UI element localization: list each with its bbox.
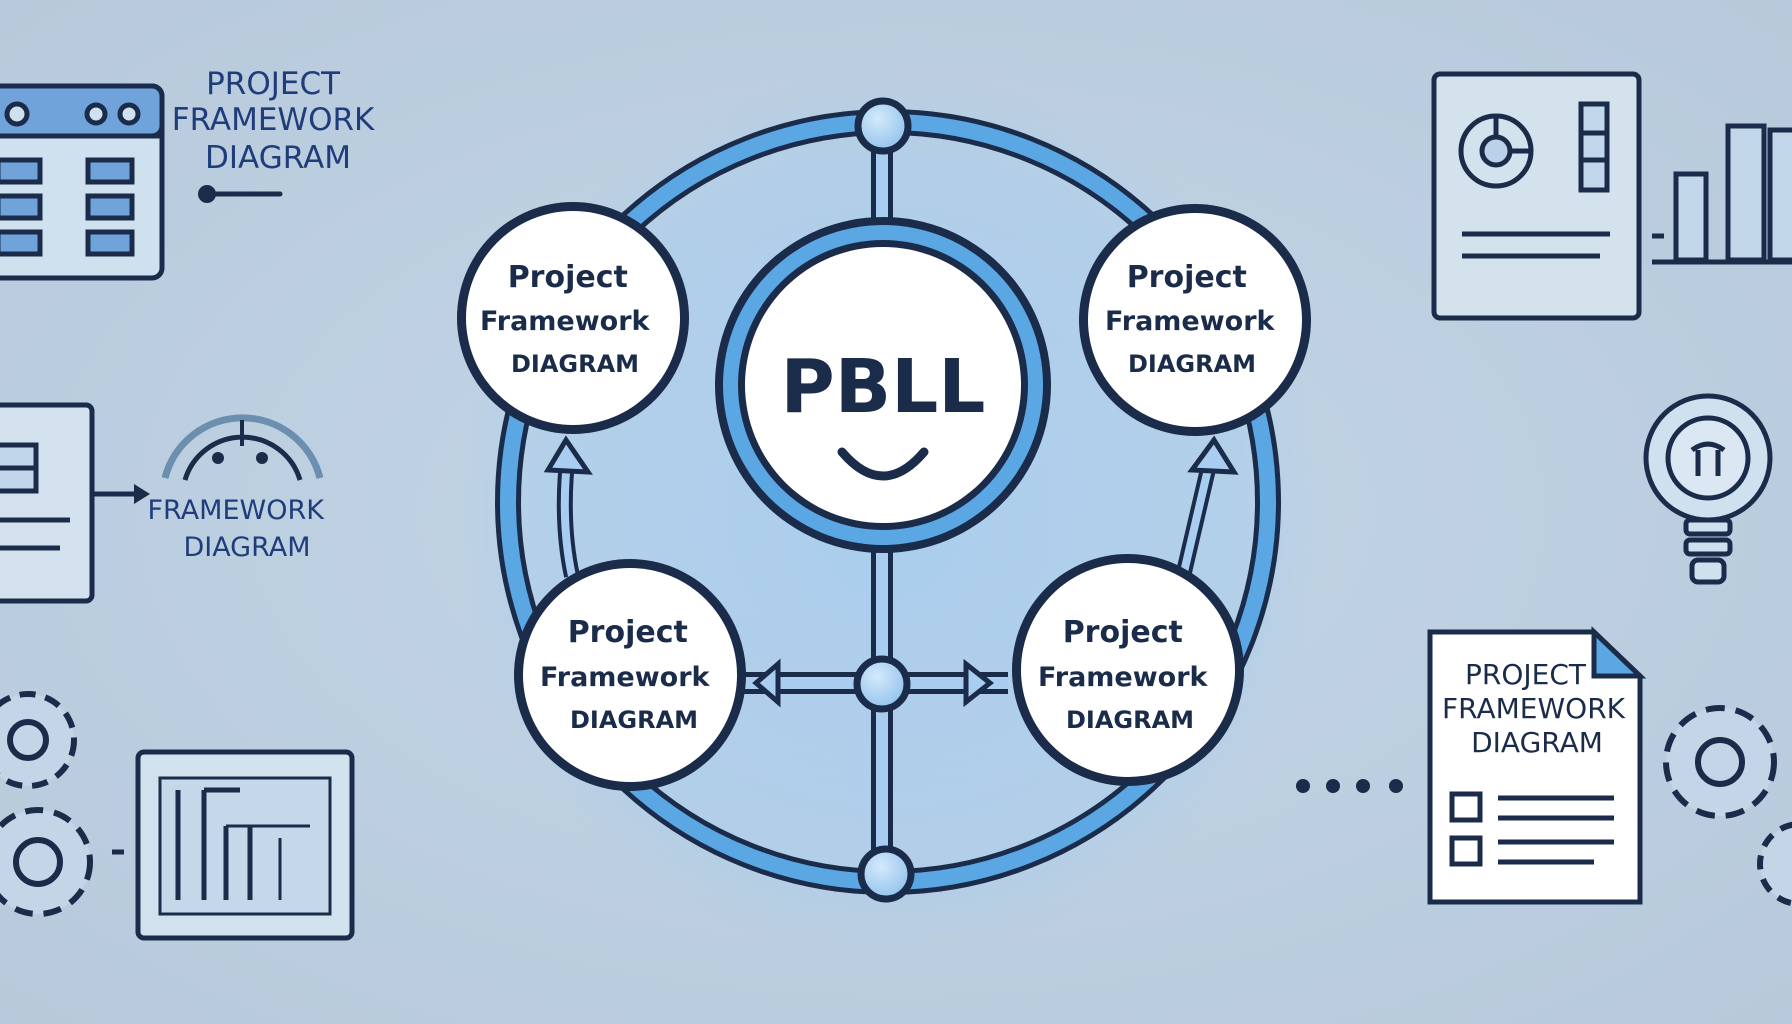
gear-icon <box>0 807 93 917</box>
node-bottom-left: Project Framework DIAGRAM <box>514 559 746 791</box>
document-list-icon <box>0 402 95 604</box>
bottom-right-doc-label: PROJECT FRAMEWORK DIAGRAM <box>1442 658 1634 759</box>
center-junction-dot <box>853 655 911 713</box>
gauge-icon <box>161 414 324 481</box>
arrow-right-icon <box>94 484 150 504</box>
bar-chart-icon <box>1652 123 1792 265</box>
center-hub: PBLL <box>715 217 1051 553</box>
svg-text:Project Framework: Project Framework DIAGRAM <box>480 260 660 378</box>
pointer-line-icon <box>198 185 283 203</box>
svg-text:Project Framework: Project Framework DIAGRAM <box>540 615 720 734</box>
lightbulb-icon <box>1643 393 1773 585</box>
gear-icon <box>1663 705 1777 819</box>
top-left-label: PROJECT FRAMEWORK DIAGRAM <box>172 66 384 176</box>
svg-text:Project Framework: Project Framework DIAGRAM <box>1038 615 1218 734</box>
arrow-up-icon <box>543 435 593 475</box>
project-document-icon <box>1427 626 1647 905</box>
node-bottom-right: Project Framework DIAGRAM <box>1012 554 1244 786</box>
bar-chart-board-icon <box>135 749 355 941</box>
gear-icon <box>1757 821 1792 907</box>
center-label: PBLL <box>781 344 986 430</box>
dotted-connector <box>1296 779 1403 793</box>
gear-icon <box>0 691 77 789</box>
svg-text:Project Framework: Project Framework DIAGRAM <box>1105 260 1285 378</box>
browser-window-icon <box>0 83 165 281</box>
smile-icon <box>837 447 929 481</box>
bottom-junction-dot <box>857 845 915 903</box>
right-up-connector <box>1176 435 1239 574</box>
top-junction-dot <box>854 97 912 155</box>
left-up-connector <box>543 435 593 578</box>
report-document-icon <box>1431 71 1642 321</box>
arrow-up-icon <box>1187 435 1239 475</box>
arrow-left-icon <box>752 658 781 708</box>
node-top-left: Project Framework DIAGRAM <box>457 202 689 434</box>
arrow-right-icon <box>963 658 995 708</box>
mid-left-label: FRAMEWORK DIAGRAM <box>147 495 332 563</box>
node-top-right: Project Framework DIAGRAM <box>1079 204 1311 436</box>
